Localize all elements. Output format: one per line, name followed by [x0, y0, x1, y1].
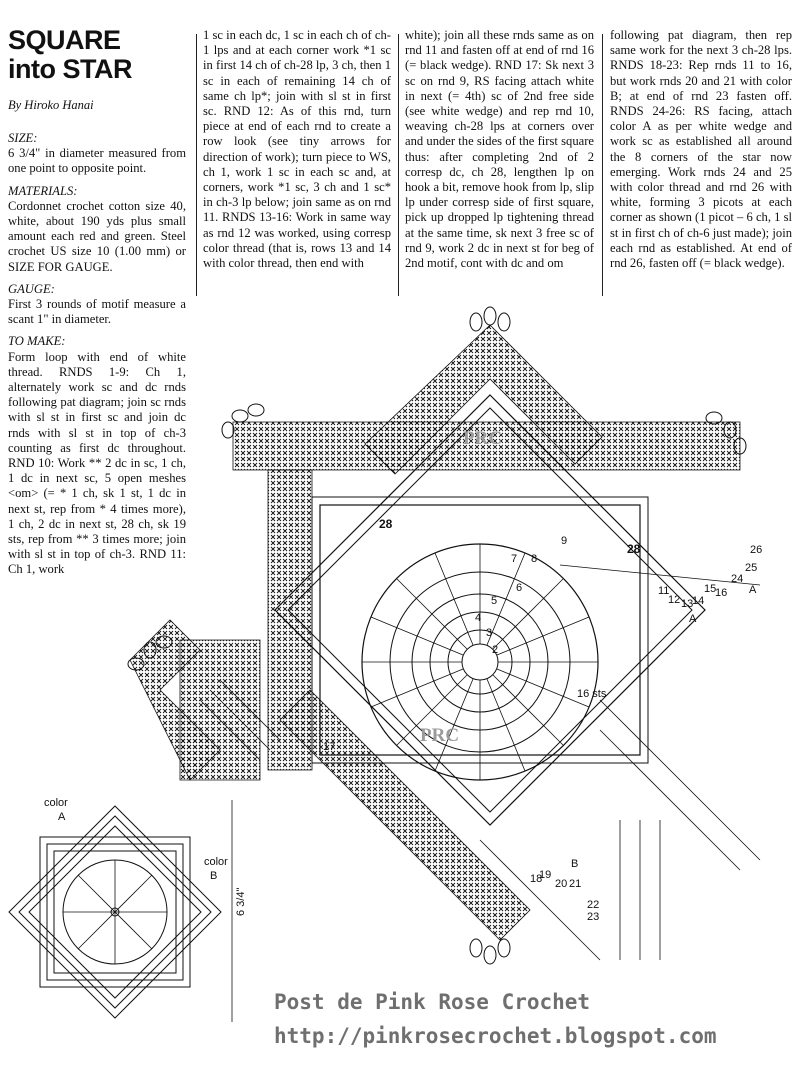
- column-3-text: white); join all these rnds same as on r…: [405, 28, 594, 271]
- column-4-text: following pat diagram, then rep same wor…: [610, 28, 792, 271]
- round-labels: 28 28 9 8 7 6 5 4 3 2 16 sts 26 25 24 11…: [323, 517, 762, 923]
- label-20: 20: [555, 878, 567, 890]
- color-b: B: [210, 870, 217, 882]
- title-line-2: into STAR: [8, 54, 132, 84]
- column-2-text: 1 sc in each dc, 1 sc in each ch of ch-1…: [203, 28, 391, 271]
- byline: By Hiroko Hanai: [8, 98, 94, 112]
- label-16-sts: 16 sts: [577, 688, 607, 700]
- to-make-text: Form loop with end of white thread. RNDS…: [8, 349, 186, 577]
- label-B: B: [571, 858, 578, 870]
- instructions-column-2: 1 sc in each dc, 1 sc in each ch of ch-1…: [203, 28, 391, 271]
- label-8: 8: [531, 553, 537, 565]
- label-24: 24: [731, 573, 743, 585]
- to-make-heading: TO MAKE:: [8, 334, 66, 349]
- center-motif: [361, 543, 599, 781]
- column-divider: [398, 34, 399, 296]
- column-divider: [196, 34, 197, 296]
- diameter-measure: 6 3/4": [235, 888, 247, 916]
- color-b-label: color: [204, 856, 228, 868]
- second-square: [129, 324, 761, 961]
- label-13: 13: [681, 598, 693, 610]
- label-7: 7: [511, 553, 517, 565]
- picots: [127, 306, 747, 965]
- label-19: 19: [539, 869, 551, 881]
- size-heading: SIZE:: [8, 131, 38, 145]
- instructions-column-3: white); join all these rnds same as on r…: [405, 28, 594, 271]
- label-18: 18: [530, 873, 542, 885]
- instructions-column-1: SIZE: 6 3/4" in diameter measured from o…: [8, 131, 186, 578]
- pattern-title: SQUARE into STAR: [8, 26, 132, 84]
- label-28: 28: [379, 517, 393, 531]
- label-25: 25: [745, 562, 757, 574]
- star-schematic: color A color B 6 3/4": [8, 797, 247, 1022]
- first-square: [179, 421, 741, 781]
- footer-url[interactable]: http://pinkrosecrochet.blogspot.com: [274, 1024, 717, 1048]
- watermark-prc: PRC: [463, 428, 502, 449]
- label-16: 16: [715, 587, 727, 599]
- color-a-label: color: [44, 797, 68, 809]
- label-17: 17: [323, 741, 335, 753]
- label-11: 11: [658, 585, 669, 597]
- materials-text: Cordonnet crochet cotton size 40, white,…: [8, 198, 186, 274]
- label-9: 9: [561, 535, 567, 547]
- label-2: 2: [492, 644, 498, 656]
- label-3: 3: [486, 627, 492, 639]
- label-A: A: [749, 584, 757, 596]
- label-26: 26: [750, 544, 762, 556]
- title-line-1: SQUARE: [8, 25, 121, 55]
- label-A: A: [689, 613, 697, 625]
- label-14: 14: [692, 595, 704, 607]
- materials-heading: MATERIALS:: [8, 183, 78, 198]
- label-15: 15: [704, 583, 716, 595]
- column-divider: [602, 34, 603, 296]
- watermark-prc: PRC: [420, 725, 459, 746]
- label-6: 6: [516, 582, 522, 594]
- label-4: 4: [475, 612, 481, 624]
- gauge-heading: GAUGE:: [8, 281, 55, 296]
- instructions-column-4: following pat diagram, then rep same wor…: [610, 28, 792, 271]
- label-5: 5: [491, 595, 497, 607]
- label-23: 23: [587, 911, 599, 923]
- size-text: 6 3/4" in diameter measured from one poi…: [8, 146, 186, 176]
- label-22: 22: [587, 899, 599, 911]
- footer-credit: Post de Pink Rose Crochet: [274, 990, 591, 1014]
- label-28: 28: [627, 542, 641, 556]
- color-a: A: [58, 811, 66, 823]
- label-12: 12: [668, 594, 680, 606]
- label-21: 21: [569, 878, 581, 890]
- gauge-text: First 3 rounds of motif measure a scant …: [8, 297, 186, 327]
